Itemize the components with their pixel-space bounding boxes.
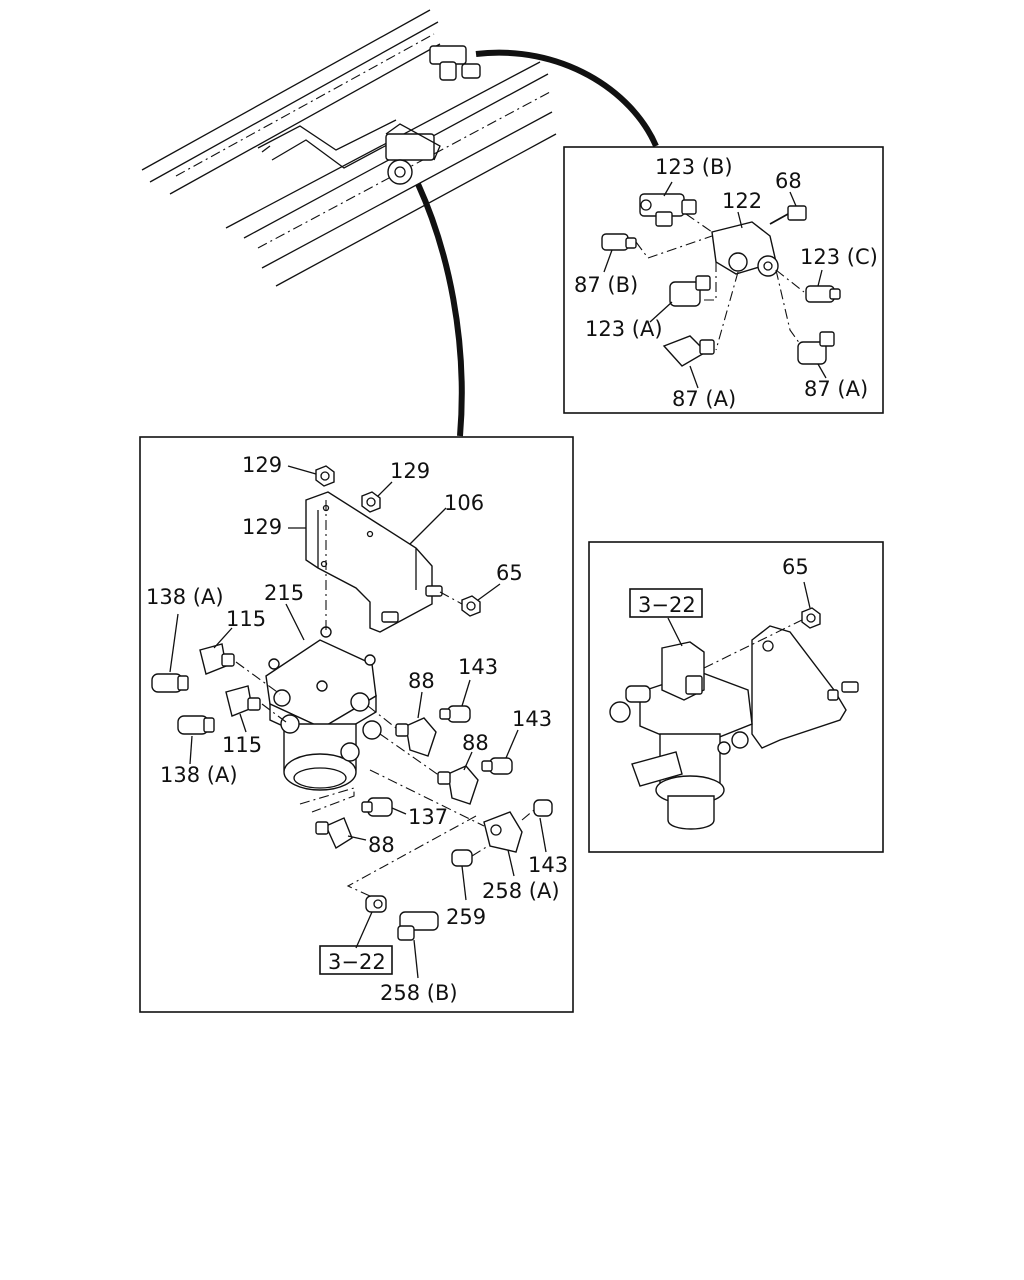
label-259: 259: [446, 905, 486, 929]
part-88-elbow-a: [395, 717, 437, 757]
label-143-a: 143: [458, 655, 498, 679]
part-129-nut-b: [361, 491, 381, 513]
label-143-c: 143: [528, 853, 568, 877]
part-65-nut-side: [801, 607, 821, 629]
leader-curve-top: [475, 49, 659, 148]
label-115-bottom: 115: [222, 733, 262, 757]
label-115-top: 115: [226, 607, 266, 631]
part-valve-side: [609, 641, 753, 830]
detail-frame-main: [139, 436, 574, 1013]
label-138a-top: 138 (A): [146, 585, 224, 609]
label-137: 137: [408, 805, 448, 829]
part-123a-elbow: [669, 275, 711, 307]
label-87a-right: 87 (A): [804, 377, 868, 401]
label-ref-3-22-main: 3−22: [328, 950, 386, 974]
label-106: 106: [444, 491, 484, 515]
part-143-fitting-c: [533, 799, 553, 817]
part-87a-right-elbow: [797, 331, 835, 365]
part-137-fitting: [361, 797, 393, 817]
part-115-top: [199, 643, 235, 675]
label-215: 215: [264, 581, 304, 605]
part-87b-fitting: [601, 233, 637, 251]
label-65-main: 65: [496, 561, 523, 585]
part-258b-fitting: [397, 911, 439, 941]
part-bracket-side: [751, 625, 859, 749]
part-258a-block: [483, 811, 523, 853]
ref-box-3-22-side: [629, 588, 703, 618]
label-138a-bottom: 138 (A): [160, 763, 238, 787]
part-3-22-connector: [365, 895, 387, 913]
label-129-c: 129: [242, 515, 282, 539]
part-138a-top: [151, 673, 189, 693]
label-ref-3-22-side: 3−22: [638, 593, 696, 617]
part-115-bottom: [225, 685, 261, 717]
label-123b: 123 (B): [655, 155, 733, 179]
label-258b: 258 (B): [380, 981, 458, 1005]
part-143-fitting-b: [481, 757, 513, 775]
label-68: 68: [775, 169, 802, 193]
label-88-a: 88: [408, 669, 435, 693]
ref-box-3-22-main: [319, 945, 393, 975]
label-88-c: 88: [368, 833, 395, 857]
part-88-elbow-c: [315, 817, 353, 850]
part-87a-left-elbow: [662, 335, 715, 367]
part-65-nut: [461, 595, 481, 617]
part-88-elbow-b: [437, 765, 479, 805]
detail-frame-side: [588, 541, 884, 853]
part-123c-fitting: [805, 285, 841, 303]
part-215-valve: [265, 500, 382, 791]
label-123a: 123 (A): [585, 317, 663, 341]
part-122-block: [711, 221, 779, 277]
top-right-detail: 123 (B) 122 68 123 (C) 87 (B) 123 (A) 87…: [563, 146, 884, 414]
label-258a: 258 (A): [482, 879, 560, 903]
label-87a-left: 87 (A): [672, 387, 736, 411]
side-detail: 3−22 65: [588, 541, 884, 853]
part-138a-bottom: [177, 715, 215, 735]
detail-frame-top: [563, 146, 884, 414]
label-65-side: 65: [782, 555, 809, 579]
leader-curve-main: [415, 182, 465, 437]
part-106-bracket: [305, 491, 443, 633]
label-129-a: 129: [242, 453, 282, 477]
part-129-nut-a: [315, 465, 335, 487]
chassis-frame: [141, 9, 557, 287]
part-123b-tee: [639, 193, 697, 227]
part-143-fitting-a: [439, 705, 471, 723]
label-88-b: 88: [462, 731, 489, 755]
label-129-b: 129: [390, 459, 430, 483]
main-detail: 129 129 129 106 65 138 (A) 115 215 88 14…: [139, 436, 574, 1013]
label-123c: 123 (C): [800, 245, 878, 269]
label-143-b: 143: [512, 707, 552, 731]
label-87b: 87 (B): [574, 273, 638, 297]
label-122: 122: [722, 189, 762, 213]
part-259-fitting: [451, 849, 473, 867]
part-68-bolt: [769, 205, 807, 225]
